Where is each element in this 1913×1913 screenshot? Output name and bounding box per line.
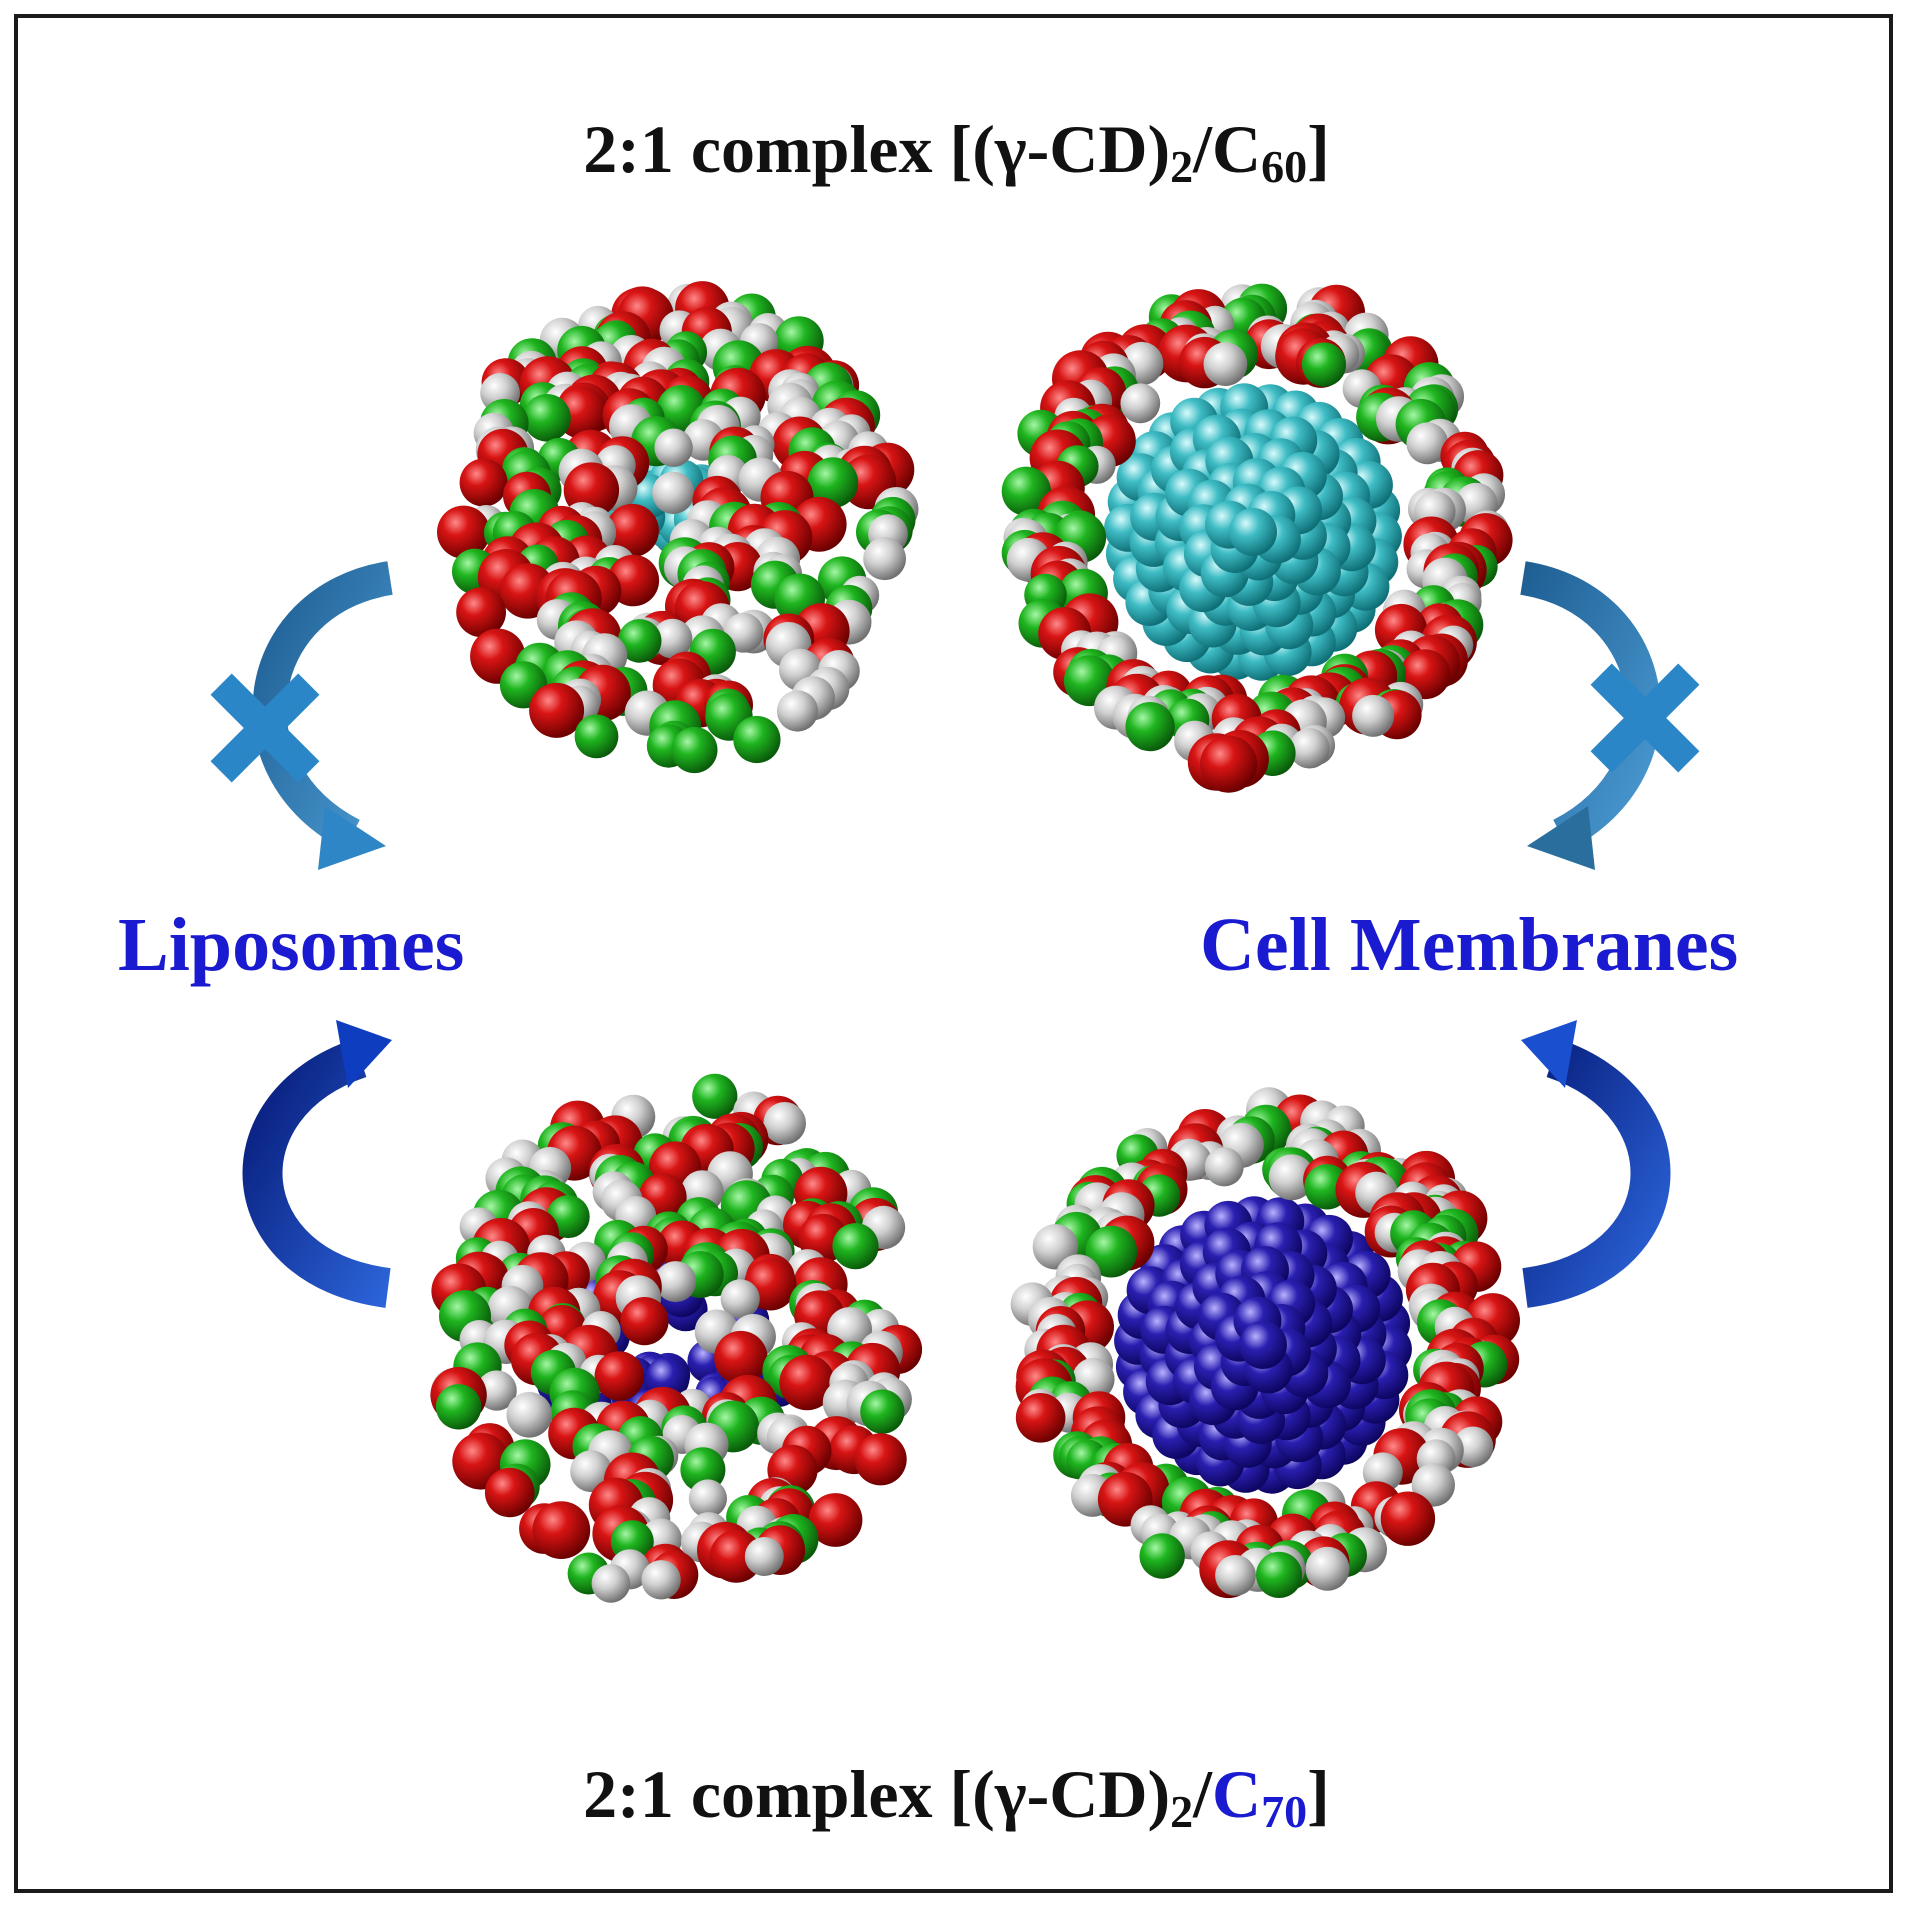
oxygen-atom xyxy=(437,505,490,559)
figure-frame xyxy=(14,14,1893,1893)
title-bottom-c70-complex: 2:1 complex [(γ-CD)2/C70] xyxy=(583,1756,1330,1837)
curved-arrow-icon-bottom-left xyxy=(242,1020,392,1308)
oxygen-atom xyxy=(714,1330,768,1385)
curved-arrow-icon-bottom-right xyxy=(1521,1020,1671,1308)
carbon-atom xyxy=(1125,702,1175,752)
hydrogen-atom xyxy=(744,1537,784,1576)
oxygen-atom xyxy=(594,1351,644,1401)
hydrogen-atom xyxy=(654,428,693,467)
label-liposomes: Liposomes xyxy=(118,903,465,987)
curved-arrow-icon-top-right xyxy=(1519,561,1661,870)
carbon-atom xyxy=(692,1073,738,1119)
oxygen-atom xyxy=(532,1501,591,1559)
hydrogen-atom xyxy=(1406,422,1449,465)
hydrogen-atom xyxy=(476,1370,517,1411)
oxygen-atom xyxy=(1380,1491,1436,1546)
hydrogen-atom xyxy=(652,471,695,514)
carbon-atom xyxy=(1256,1551,1303,1598)
curved-arrow-icon-top-left xyxy=(252,561,394,870)
hydrogen-atom xyxy=(591,1564,631,1603)
oxygen-atom xyxy=(779,1354,835,1411)
hydrogen-atom xyxy=(776,690,819,732)
molecule-c60-top-view xyxy=(1001,283,1513,793)
hydrogen-atom xyxy=(863,537,906,581)
hydrogen-atom xyxy=(1215,1555,1256,1596)
title-top-c60-complex: 2:1 complex [(γ-CD)2/C60] xyxy=(583,111,1330,192)
oxygen-atom xyxy=(854,1433,907,1486)
molecule-c70-top-view xyxy=(1010,1087,1520,1599)
x-cross-icon-right xyxy=(1590,663,1700,773)
label-cell-membranes: Cell Membranes xyxy=(1200,903,1739,987)
hydrogen-atom xyxy=(1203,342,1248,387)
hydrogen-atom xyxy=(655,1261,697,1303)
hydrogen-atom xyxy=(1305,1546,1350,1591)
fullerene-atom xyxy=(1229,508,1277,556)
carbon-atom xyxy=(1001,466,1051,516)
oxygen-atom xyxy=(605,503,659,558)
hydrogen-atom xyxy=(688,1479,728,1518)
oxygen-atom xyxy=(456,587,506,638)
x-cross-icon-left xyxy=(210,673,320,783)
carbon-atom xyxy=(807,457,859,508)
oxygen-atom xyxy=(709,1530,763,1583)
oxygen-atom xyxy=(808,1493,863,1547)
carbon-atom xyxy=(733,715,781,764)
hydrogen-atom xyxy=(652,618,693,659)
carbon-atom xyxy=(1139,1533,1185,1579)
oxygen-atom xyxy=(620,1297,669,1346)
oxygen-atom xyxy=(1015,1393,1066,1443)
carbon-atom xyxy=(523,394,571,442)
hydrogen-atom xyxy=(570,1450,612,1493)
hydrogen-atom xyxy=(506,1392,553,1438)
hydrogen-atom xyxy=(1268,1154,1315,1201)
carbon-atom xyxy=(671,726,718,774)
hydrogen-atom xyxy=(720,1279,760,1319)
carbon-atom xyxy=(1085,1225,1138,1278)
carbon-atom xyxy=(860,1389,905,1434)
hydrogen-atom xyxy=(641,1560,681,1600)
oxygen-atom xyxy=(1200,735,1258,793)
carbon-atom xyxy=(832,1223,879,1270)
hydrogen-atom xyxy=(1352,694,1395,737)
hydrogen-atom xyxy=(763,1102,806,1145)
hydrogen-atom xyxy=(1204,1147,1244,1187)
oxygen-atom xyxy=(484,1467,535,1518)
oxygen-atom xyxy=(459,458,508,507)
carbon-atom xyxy=(1301,342,1347,387)
oxygen-atom xyxy=(529,682,585,738)
hydrogen-atom xyxy=(1120,383,1161,424)
carbon-atom xyxy=(435,1384,482,1430)
carbon-atom xyxy=(617,619,662,663)
carbon-atom xyxy=(574,714,619,759)
fullerene-atom xyxy=(1239,1321,1287,1369)
molecule-c70-side-view xyxy=(430,1073,923,1603)
molecule-c60-side-view xyxy=(437,281,919,774)
hydrogen-atom xyxy=(1289,728,1330,769)
